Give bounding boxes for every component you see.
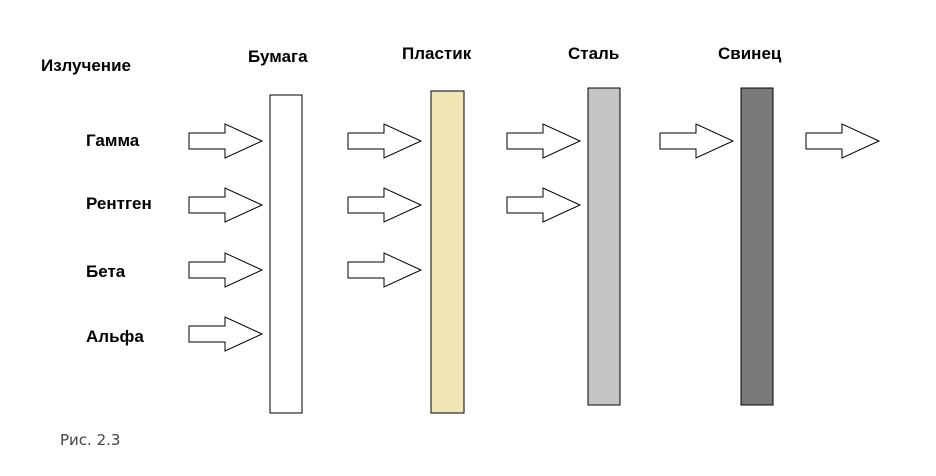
radiation-label-xray: Рентген [86, 194, 152, 213]
arrow-beta-1 [188, 252, 264, 288]
arrow-alpha-1 [188, 316, 264, 352]
barrier-plastic [430, 90, 465, 414]
radiation-label-beta: Бета [86, 262, 126, 281]
arrow-xray-1 [188, 187, 264, 223]
arrow-beta-2 [347, 252, 423, 288]
arrow-gamma-5 [805, 123, 881, 159]
figure-caption: Рис. 2.3 [60, 431, 121, 449]
material-label-lead: Свинец [718, 44, 782, 63]
material-label-steel: Сталь [568, 44, 620, 63]
arrow-xray-3 [506, 187, 582, 223]
material-label-plastic: Пластик [402, 44, 472, 63]
radiation-label-alpha: Альфа [86, 327, 144, 346]
arrow-gamma-4 [659, 123, 735, 159]
barrier-paper [269, 94, 303, 414]
arrow-gamma-1 [188, 123, 264, 159]
radiation-heading: Излучение [41, 56, 131, 75]
radiation-label-gamma: Гамма [86, 131, 140, 150]
arrow-xray-2 [347, 187, 423, 223]
arrow-gamma-3 [506, 123, 582, 159]
barrier-steel [587, 87, 621, 406]
material-label-paper: Бумага [248, 47, 308, 66]
barrier-lead [740, 87, 774, 406]
arrow-gamma-2 [347, 123, 423, 159]
